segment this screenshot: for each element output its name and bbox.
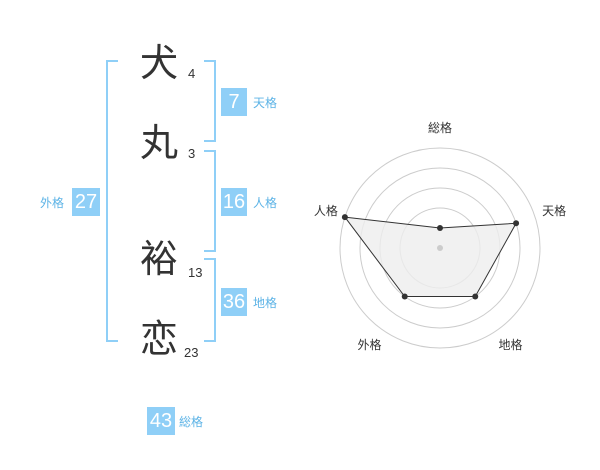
radar-shape — [343, 216, 517, 298]
gaikaku-label: 外格 — [40, 196, 65, 210]
tenkaku-value: 7 — [221, 88, 247, 116]
stroke-count-1: 4 — [188, 66, 196, 81]
radar-center-point — [437, 245, 443, 251]
gaikaku-value: 27 — [72, 188, 100, 216]
radar-axis-label-1: 総格 — [428, 120, 452, 135]
stroke-count-4: 23 — [184, 345, 199, 360]
radar-axis-label-4: 外格 — [357, 337, 381, 352]
radar-point-3 — [472, 293, 479, 300]
jinkaku-value: 16 — [221, 188, 247, 216]
gaikaku-bracket — [106, 60, 118, 342]
jinkaku-label: 人格 — [253, 196, 278, 210]
radar-point-2 — [513, 220, 520, 227]
name-char-3: 裕 — [140, 237, 179, 281]
radar-axis-label-2: 天格 — [542, 203, 566, 218]
radar-point-1 — [437, 225, 443, 231]
tenkaku-label: 天格 — [253, 96, 278, 110]
tenkaku-bracket — [204, 60, 216, 142]
radar-point-5 — [341, 214, 348, 221]
chikaku-bracket — [204, 258, 216, 342]
soukaku-value: 43 — [147, 407, 175, 435]
soukaku-label: 総格 — [179, 415, 204, 429]
chikaku-value: 36 — [221, 288, 247, 316]
name-char-4: 恋 — [140, 317, 179, 361]
radar-grid-ring-1 — [339, 147, 541, 349]
chikaku-label: 地格 — [253, 296, 278, 310]
name-char-2: 丸 — [140, 121, 179, 165]
radar-points — [341, 214, 520, 300]
radar-grid-ring-2 — [359, 167, 521, 329]
radar-axis-label-3: 地格 — [499, 337, 523, 352]
stroke-count-3: 13 — [188, 265, 203, 280]
radar-axis-label-5: 人格 — [314, 203, 338, 218]
stroke-count-2: 3 — [188, 146, 196, 161]
jinkaku-bracket — [204, 150, 216, 252]
name-char-1: 犬 — [140, 41, 179, 85]
radar-point-4 — [401, 293, 408, 300]
